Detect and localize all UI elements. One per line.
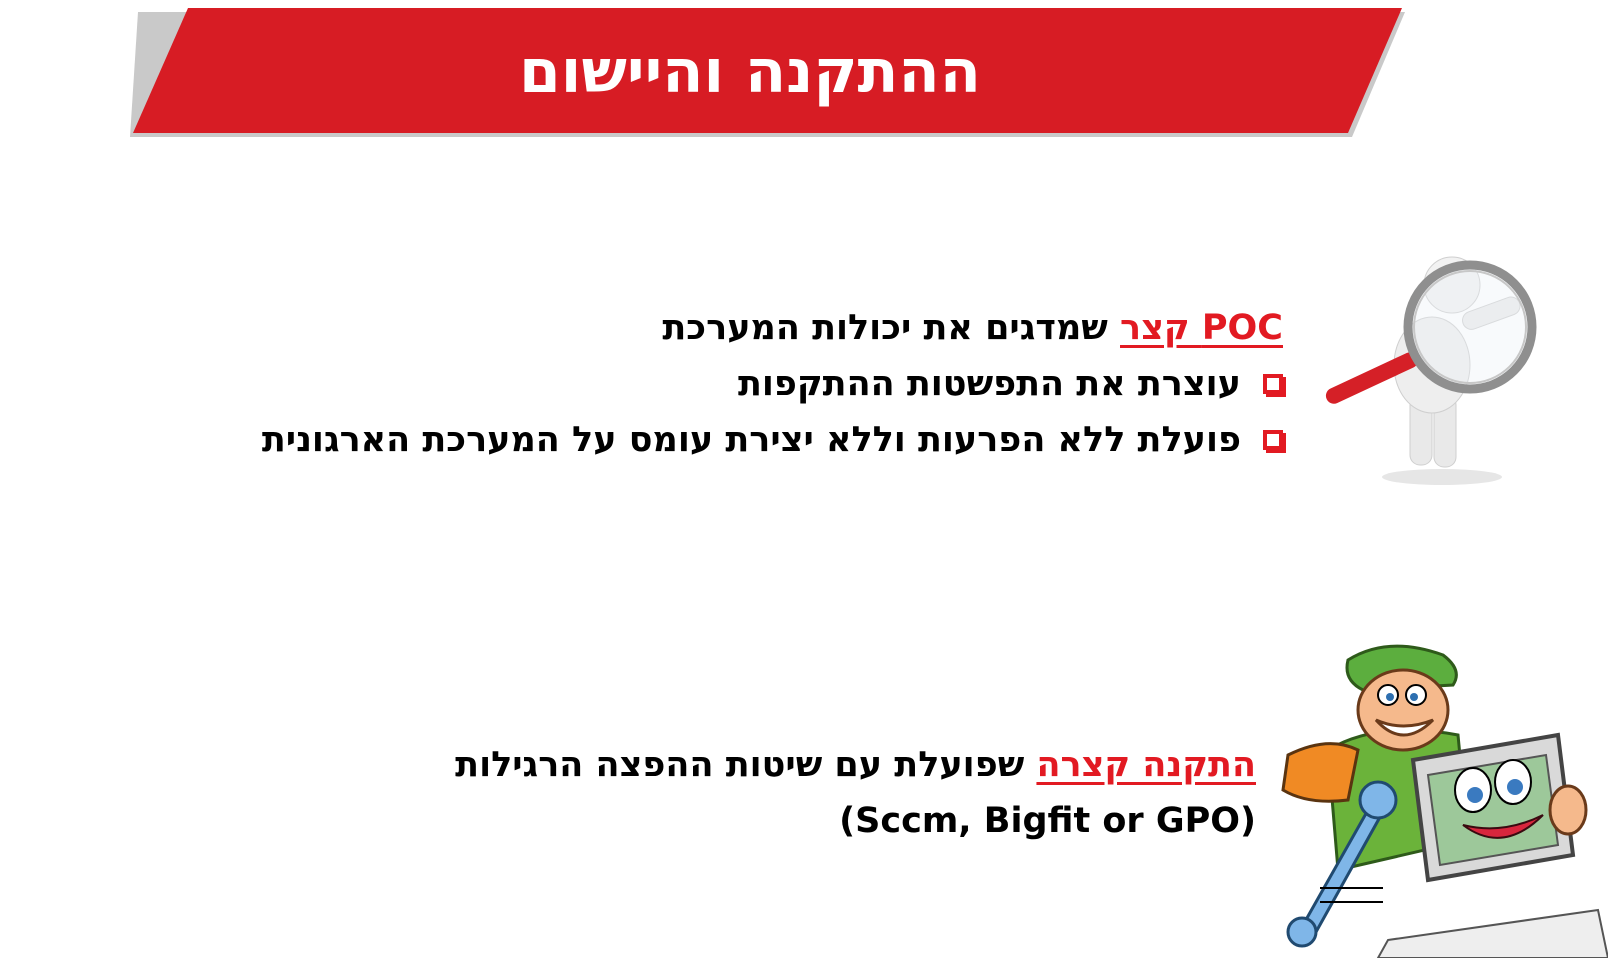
magnifying-glass-person-icon — [1325, 256, 1537, 485]
poc-lead: POC קצר שמדגים את יכולות המערכת — [183, 300, 1283, 356]
install-lead: התקנה קצרה שפועלת עם שיטות ההפצה הרגילות — [156, 737, 1256, 793]
bullet-item: עוצרת את התפשטות ההתקפות — [183, 356, 1283, 412]
install-lead-text: שפועלת עם שיטות ההפצה הרגילות — [455, 745, 1037, 785]
section-poc: POC קצר שמדגים את יכולות המערכת עוצרת את… — [183, 300, 1283, 468]
install-methods: (Sccm, Bigfit or GPO) — [839, 801, 1256, 841]
poc-lead-text: שמדגים את יכולות המערכת — [662, 308, 1121, 348]
checkbox-bullet-icon — [1263, 430, 1283, 450]
technician-with-computer-icon — [1281, 644, 1608, 958]
section-install: התקנה קצרה שפועלת עם שיטות ההפצה הרגילות… — [156, 737, 1256, 849]
slide-title: ההתקנה והיישום — [519, 37, 981, 107]
bullet-item: פועלת ללא הפרעות וללא יצירת עומס על המער… — [183, 412, 1283, 468]
title-banner: ההתקנה והיישום — [0, 0, 1608, 150]
poc-highlight: POC קצר — [1120, 308, 1283, 348]
install-highlight: התקנה קצרה — [1036, 745, 1256, 785]
banner-shape — [130, 8, 1405, 137]
checkbox-bullet-icon — [1263, 374, 1283, 394]
bullet-text: פועלת ללא הפרעות וללא יצירת עומס על המער… — [261, 420, 1241, 460]
bullet-text: עוצרת את התפשטות ההתקפות — [737, 364, 1241, 404]
